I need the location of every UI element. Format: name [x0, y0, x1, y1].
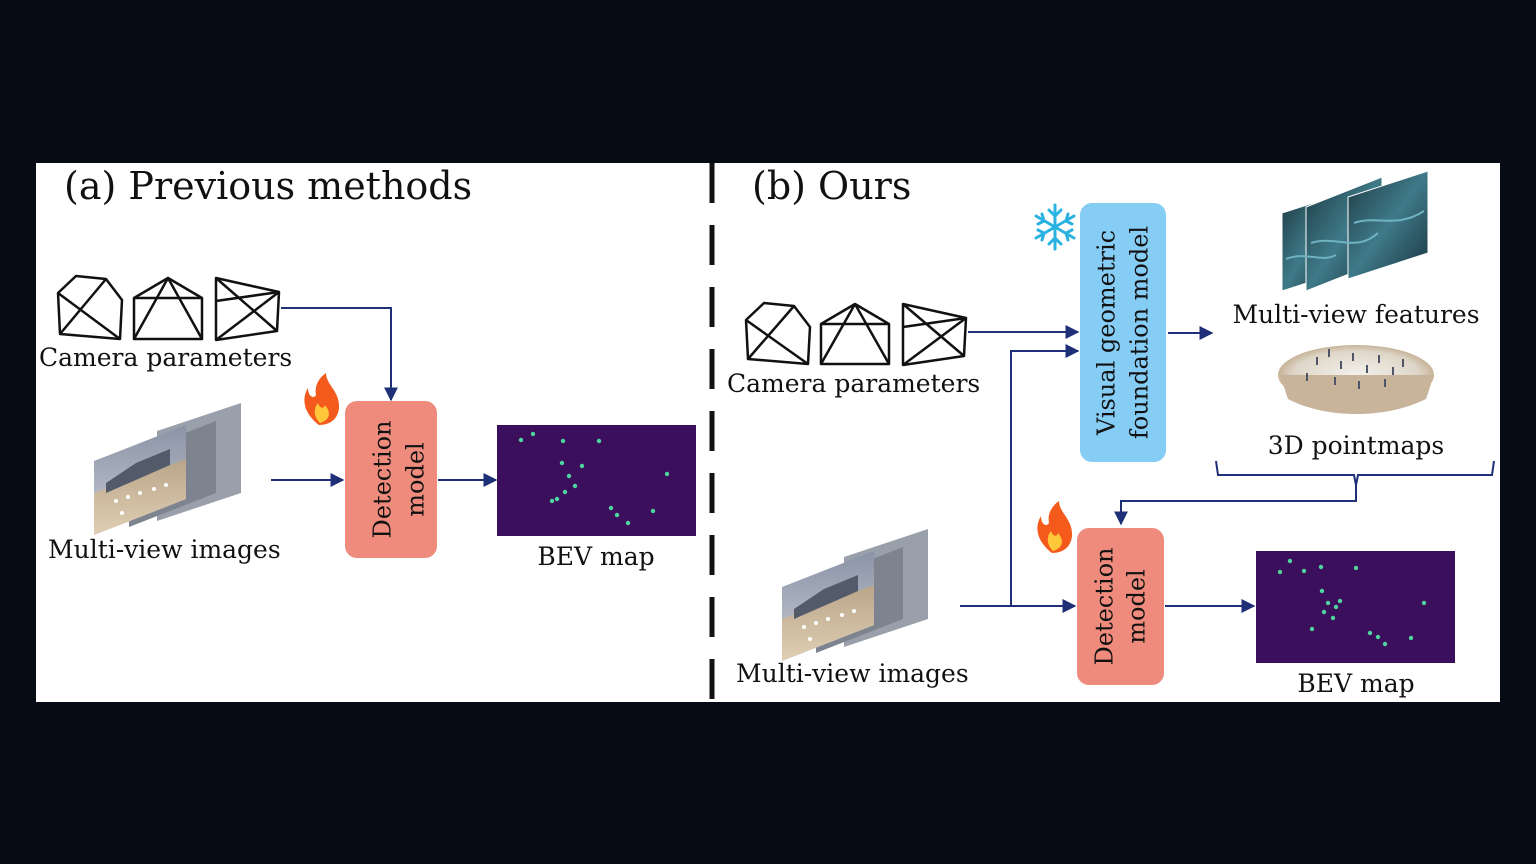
fire-icon: [304, 373, 340, 425]
visual-geometric-foundation-model-box: [1080, 203, 1166, 462]
camera-frustum-icon: [901, 302, 968, 367]
camera-parameters-label: Camera parameters: [727, 369, 980, 398]
multi-view-features-label: Multi-view features: [1232, 300, 1479, 329]
camera-to-detection-arrow: [281, 307, 398, 402]
panel-b-title: (b) Ours: [752, 164, 911, 208]
camera-frustum-icons: [744, 301, 968, 367]
vgfm-label-line-1: Visual geometric: [1092, 230, 1120, 436]
multi-view-images-label: Multi-view images: [736, 659, 969, 688]
bev-map-label: BEV map: [537, 542, 654, 571]
camera-frustum-icons: [56, 274, 281, 342]
pipeline-diagram: (a) Previous methods Camera parameters M…: [39, 163, 1495, 702]
detection-model-label-line-1: Detection: [368, 421, 396, 539]
3d-pointmaps-label: 3D pointmaps: [1268, 431, 1445, 460]
camera-frustum-icon: [744, 301, 812, 366]
camera-frustum-icon: [214, 276, 281, 342]
multi-view-images-thumbnail: [94, 403, 241, 535]
detection-model-label-line-2: model: [1122, 569, 1150, 643]
bev-map: [1256, 551, 1455, 663]
camera-frustum-icon: [132, 276, 204, 341]
panel-a-title: (a) Previous methods: [64, 164, 472, 208]
figure-panel: (a) Previous methods Camera parameters M…: [36, 163, 1500, 702]
detection-model-box: [345, 401, 437, 558]
detection-model-label-line-2: model: [401, 442, 429, 516]
detection-model-label-line-1: Detection: [1090, 548, 1118, 666]
snowflake-icon: [1034, 203, 1076, 251]
detection-model-box: [1077, 528, 1164, 685]
bev-map: [497, 425, 696, 536]
multi-view-features-thumbnail: [1281, 170, 1429, 292]
fire-icon: [1037, 501, 1073, 553]
pointmaps-thumbnail: [1278, 345, 1434, 414]
camera-frustum-icon: [56, 274, 124, 341]
outputs-to-detection-arrow: [1114, 485, 1357, 526]
camera-frustum-icon: [819, 302, 891, 366]
multi-view-images-label: Multi-view images: [48, 535, 281, 564]
outputs-brace: [1215, 460, 1495, 486]
bev-map-label: BEV map: [1297, 669, 1414, 698]
camera-parameters-label: Camera parameters: [39, 343, 292, 372]
multi-view-images-thumbnail: [782, 529, 928, 661]
images-to-vgfm-arrow: [1010, 344, 1080, 606]
vgfm-label-line-2: foundation model: [1125, 226, 1153, 439]
